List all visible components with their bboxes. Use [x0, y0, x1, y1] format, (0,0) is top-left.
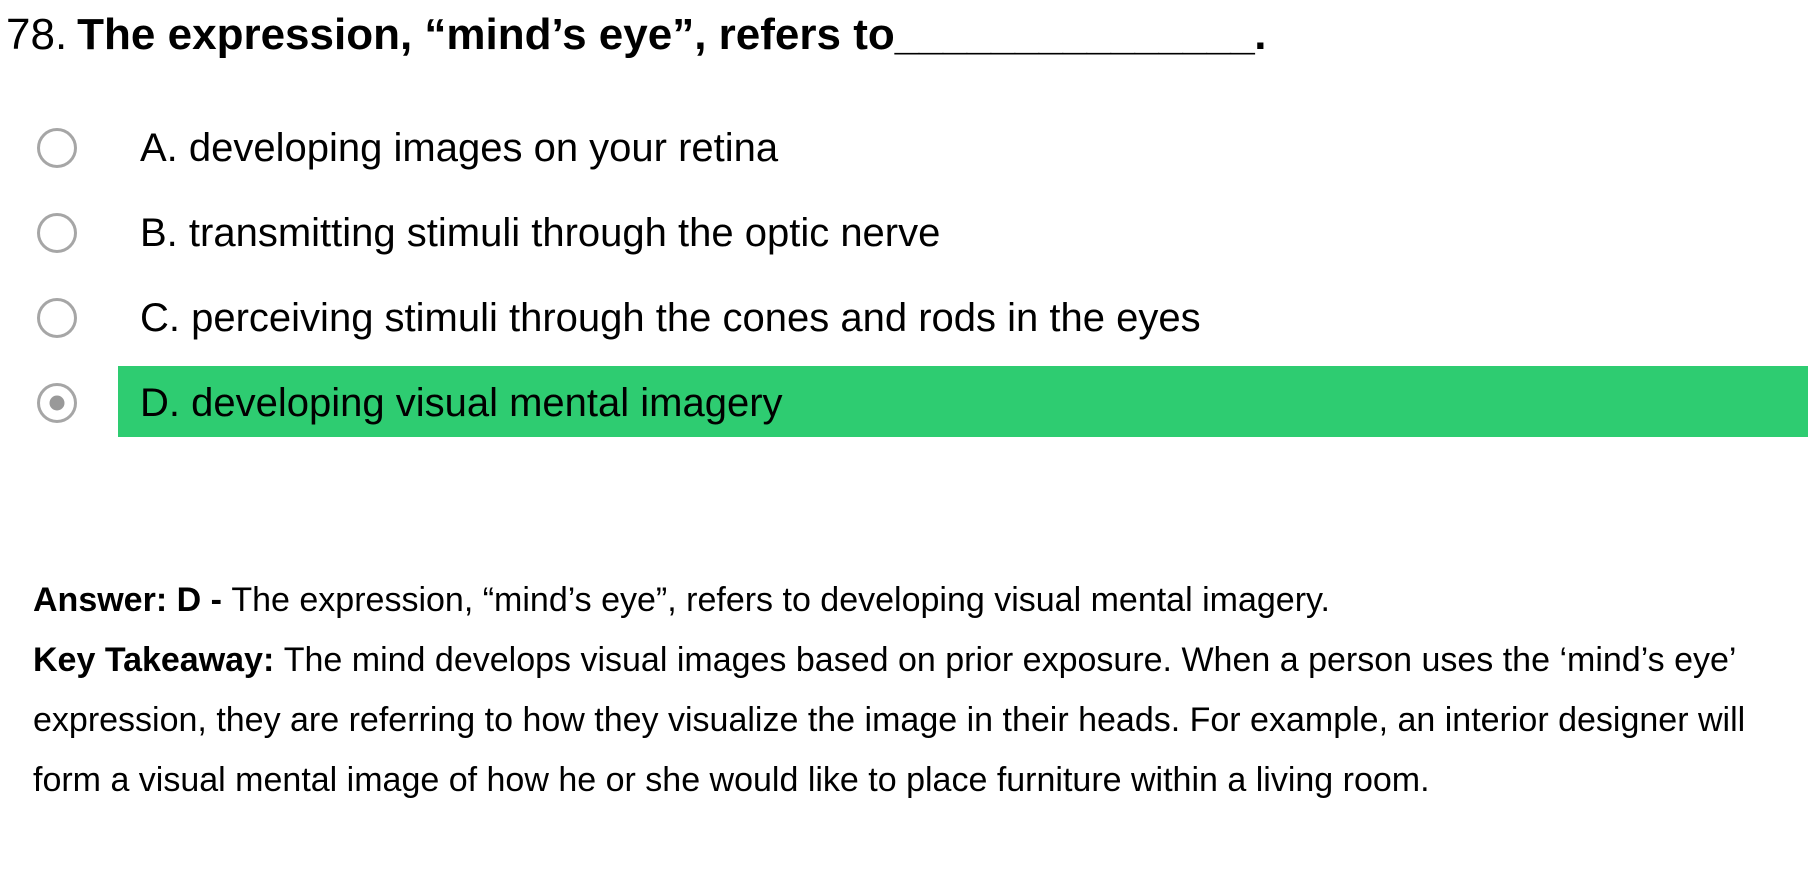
radio-button-b-icon[interactable] — [37, 212, 77, 253]
option-label-d: D. developing visual mental imagery — [140, 380, 783, 425]
question-text: The expression, “mind’s eye”, refers to — [77, 10, 895, 59]
question-number: 78. — [6, 10, 68, 59]
option-label-a: A. developing images on your retina — [140, 125, 779, 170]
option-row-a[interactable]: A. developing images on your retina — [0, 105, 1808, 190]
radio-button-c-icon[interactable] — [37, 297, 77, 338]
radio-button-d-icon[interactable] — [37, 382, 77, 423]
answer-text: The expression, “mind’s eye”, refers to … — [231, 581, 1330, 619]
option-label-c: C. perceiving stimuli through the cones … — [140, 295, 1201, 340]
option-row-c[interactable]: C. perceiving stimuli through the cones … — [0, 275, 1808, 360]
key-takeaway-line: Key Takeaway: The mind develops visual i… — [33, 630, 1793, 810]
radio-button-a-icon[interactable] — [37, 127, 77, 168]
question-heading: 78.The expression, “mind’s eye”, refers … — [6, 8, 1267, 62]
key-takeaway-text: The mind develops visual images based on… — [33, 641, 1746, 799]
options-list: A. developing images on your retina B. t… — [0, 105, 1808, 445]
key-takeaway-lead: Key Takeaway: — [33, 641, 284, 679]
question-blank: _______________ — [894, 10, 1255, 59]
answer-line: Answer: D - The expression, “mind’s eye”… — [33, 570, 1793, 630]
option-label-b: B. transmitting stimuli through the opti… — [140, 210, 941, 255]
option-row-d[interactable]: D. developing visual mental imagery — [0, 360, 1808, 445]
question-terminator: . — [1254, 10, 1267, 59]
option-row-b[interactable]: B. transmitting stimuli through the opti… — [0, 190, 1808, 275]
correct-answer-highlight — [118, 366, 1808, 437]
radio-dot — [49, 395, 65, 410]
answer-lead: Answer: D - — [33, 581, 232, 619]
explanation-block: Answer: D - The expression, “mind’s eye”… — [33, 570, 1793, 810]
